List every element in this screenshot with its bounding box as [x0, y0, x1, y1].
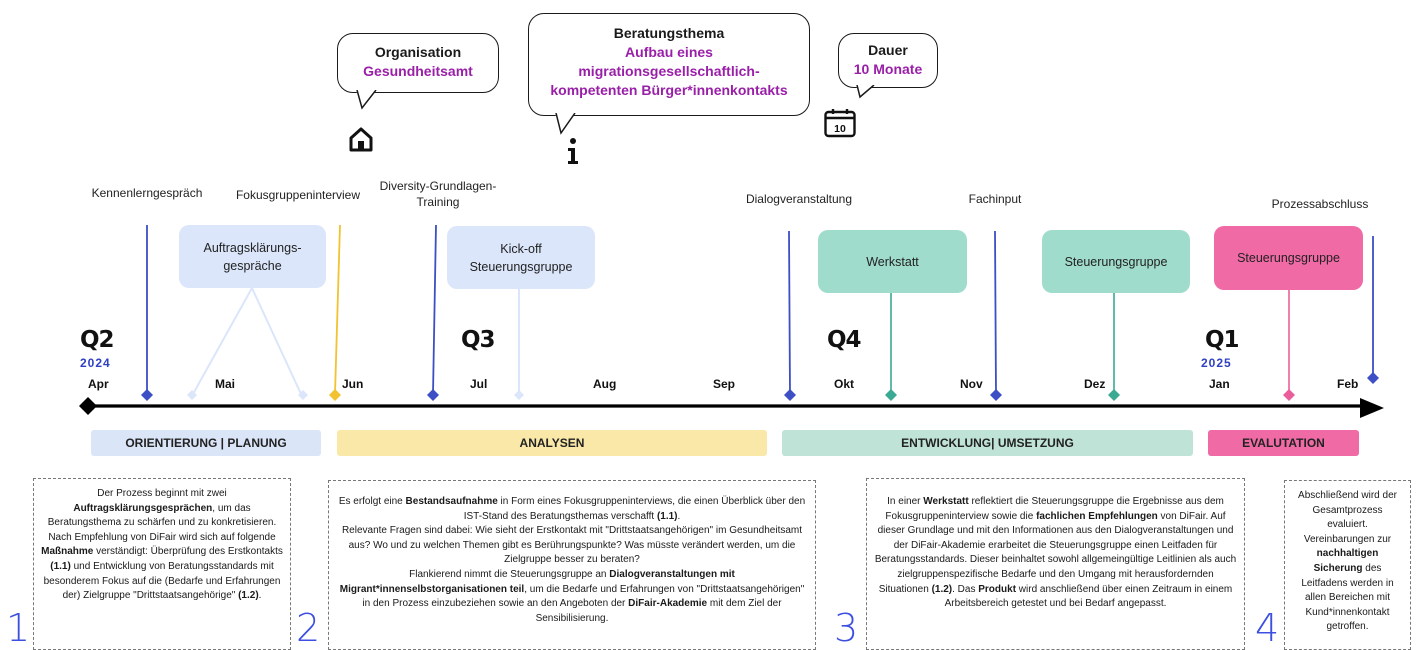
quarter-q2: Q2: [80, 327, 115, 353]
description-4: Abschließend wird der Gesamtprozess eval…: [1284, 480, 1411, 650]
month-jul: Jul: [470, 377, 488, 391]
year-2025: 2025: [1201, 356, 1232, 370]
event-diversity: Diversity-Grundlagen- Training: [368, 178, 508, 210]
phase-number-4: 4: [1255, 606, 1280, 650]
dauer-value: 10 Monate: [853, 61, 923, 77]
month-okt: Okt: [834, 377, 855, 391]
steuerung1-marker: [1108, 389, 1120, 401]
description-3: In einer Werkstatt reflektiert die Steue…: [866, 478, 1245, 650]
kickoff-marker: [514, 390, 524, 400]
phase-analysen: ANALYSEN: [337, 430, 767, 456]
phase-entwicklung: ENTWICKLUNG| UMSETZUNG: [782, 430, 1193, 456]
calendar-number: 10: [834, 123, 846, 135]
auftrag-box-line-2: gespräche: [223, 258, 282, 273]
dialog-line: [788, 230, 791, 395]
auftrag1-marker: [187, 390, 197, 400]
thema-bubble: Beratungsthema Aufbau eines migrationsge…: [528, 13, 810, 116]
kickoff-box: Kick-off Steuerungsgruppe: [447, 226, 595, 289]
phase-number-2: 2: [296, 606, 321, 650]
month-jun: Jun: [342, 377, 364, 391]
organisation-value: Gesundheitsamt: [363, 63, 473, 79]
phase-orientierung: ORIENTIERUNG | PLANUNG: [91, 430, 321, 456]
quarter-q4: Q4: [827, 327, 862, 353]
timeline-arrowhead: [1360, 398, 1384, 418]
timeline-start-diamond: [79, 397, 97, 415]
kickoff-box-line-1: Kick-off: [500, 241, 542, 256]
organisation-bubble: Organisation Gesundheitsamt: [337, 33, 499, 93]
auftrag-box: Auftragsklärungs- gespräche: [179, 225, 326, 288]
event-abschluss: Prozessabschluss: [1271, 197, 1369, 211]
fachinput-line: [994, 230, 997, 395]
thema-value-line-1: Aufbau eines: [625, 44, 713, 60]
event-fokus: Fokusgruppeninterview: [235, 188, 361, 202]
auftrag2-marker: [298, 390, 308, 400]
steuerung2-box-label: Steuerungsgruppe: [1237, 251, 1340, 265]
month-feb: Feb: [1337, 377, 1359, 391]
info-icon: [568, 138, 578, 164]
fokus-marker: [329, 389, 341, 401]
organisation-title: Organisation: [374, 44, 462, 60]
event-diversity-line-2: Training: [416, 195, 460, 209]
steuerung2-marker: [1283, 389, 1295, 401]
dauer-bubble: Dauer 10 Monate: [838, 33, 938, 88]
quarter-q3: Q3: [461, 327, 496, 353]
organisation-bubble-tail: [356, 90, 377, 110]
phase-number-1: 1: [6, 606, 31, 650]
event-dialog: Dialogveranstaltung: [745, 192, 853, 206]
house-icon: [349, 127, 373, 152]
thema-value-line-3: kompetenten Bürger*innenkontakts: [550, 82, 788, 98]
month-jan: Jan: [1209, 377, 1230, 391]
werkstatt-marker: [885, 389, 897, 401]
dauer-bubble-tail: [856, 85, 875, 99]
month-nov: Nov: [960, 377, 983, 391]
calendar-icon: 10: [824, 109, 856, 138]
auftrag-connector-right: [251, 287, 302, 395]
steuerung2-box: Steuerungsgruppe: [1214, 226, 1363, 290]
fokus-line: [334, 224, 341, 395]
month-sep: Sep: [713, 377, 736, 391]
auftrag-box-line-1: Auftragsklärungs-: [203, 240, 302, 255]
phase-evaluation: EVALUTATION: [1208, 430, 1359, 456]
month-mai: Mai: [215, 377, 236, 391]
quarter-q1: Q1: [1205, 327, 1240, 353]
phase-number-3: 3: [834, 606, 859, 650]
fachinput-marker: [990, 389, 1002, 401]
event-fachinput: Fachinput: [968, 192, 1022, 206]
thema-title: Beratungsthema: [613, 25, 725, 41]
event-diversity-line-1: Diversity-Grundlagen-: [379, 179, 497, 193]
werkstatt-box: Werkstatt: [818, 230, 967, 293]
steuerung1-box: Steuerungsgruppe: [1042, 230, 1190, 293]
auftrag-connector-left: [192, 287, 253, 395]
month-aug: Aug: [593, 377, 617, 391]
description-2: Es erfolgt eine Bestandsaufnahme in Form…: [328, 480, 816, 650]
thema-value-line-2: migrationsgesellschaftlich-: [578, 63, 760, 79]
year-2024: 2024: [80, 356, 111, 370]
abschluss-marker: [1367, 372, 1379, 384]
event-kennenlern: Kennenlerngespräch: [91, 186, 203, 200]
kickoff-box-line-2: Steuerungsgruppe: [469, 259, 573, 274]
steuerung1-box-label: Steuerungsgruppe: [1064, 254, 1168, 269]
werkstatt-box-label: Werkstatt: [866, 254, 919, 269]
diversity-marker: [427, 389, 439, 401]
kennenlern-marker: [141, 389, 153, 401]
dauer-title: Dauer: [868, 42, 908, 58]
month-apr: Apr: [88, 377, 109, 391]
diversity-line: [432, 224, 437, 395]
description-1: Der Prozess beginnt mit zwei Auftragsklä…: [33, 478, 291, 650]
month-dez: Dez: [1084, 377, 1106, 391]
thema-bubble-tail: [555, 113, 576, 135]
dialog-marker: [784, 389, 796, 401]
